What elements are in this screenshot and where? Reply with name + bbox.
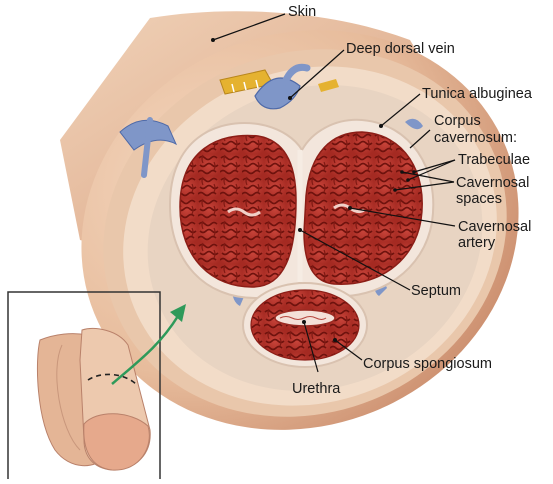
label-corpus-spongiosum: Corpus spongiosum bbox=[363, 356, 492, 372]
label-urethra: Urethra bbox=[292, 381, 340, 397]
label-tunica-albuginea: Tunica albuginea bbox=[422, 86, 532, 102]
label-corpus-cavernosum-line1: Corpus bbox=[434, 113, 481, 129]
label-cavernosal-artery-line1: Cavernosal bbox=[458, 219, 531, 235]
label-corpus-cavernosum-line2: cavernosum: bbox=[434, 130, 517, 146]
label-cavernosal-spaces-line1: Cavernosal bbox=[456, 175, 529, 191]
label-deep-dorsal-vein: Deep dorsal vein bbox=[346, 41, 455, 57]
label-cavernosal-spaces-line2: spaces bbox=[456, 191, 502, 207]
label-trabeculae: Trabeculae bbox=[458, 152, 530, 168]
label-skin: Skin bbox=[288, 4, 316, 20]
label-septum: Septum bbox=[411, 283, 461, 299]
label-cavernosal-artery-line2: artery bbox=[458, 235, 495, 251]
